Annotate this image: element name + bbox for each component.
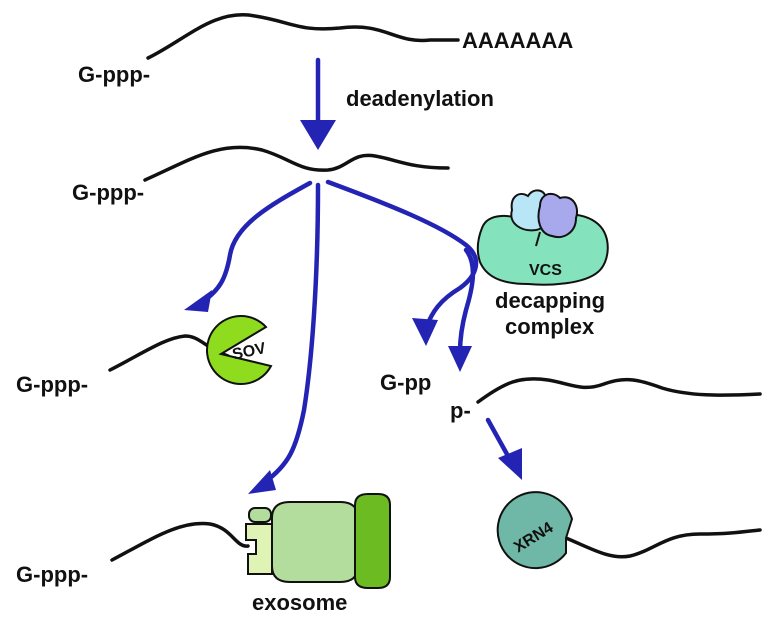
sov-mrna: G-ppp- SOV bbox=[16, 315, 273, 397]
exosome-mrna-strand bbox=[110, 521, 250, 562]
deadenylated-mrna-strand bbox=[143, 145, 450, 182]
exosome-mrna: G-ppp- exosome bbox=[16, 493, 391, 615]
exosome-cap-right bbox=[354, 493, 391, 589]
poly-a-tail-label: AAAAAAA bbox=[462, 28, 573, 53]
top-mrna-strand bbox=[146, 13, 460, 60]
xrn4-mrna: XRN4 bbox=[496, 491, 762, 570]
exosome-branch-arrowhead bbox=[248, 470, 276, 494]
deadenylation-label: deadenylation bbox=[346, 86, 494, 111]
sov-branch-arrowhead bbox=[184, 290, 212, 312]
exosome-branch-arrow bbox=[262, 182, 321, 485]
top-mrna-cap-label: G-ppp- bbox=[78, 62, 150, 87]
sov-branch-arrow bbox=[199, 180, 313, 305]
decapping-branch-arrow bbox=[325, 179, 479, 331]
sov-mrna-cap-label: G-ppp- bbox=[16, 372, 88, 397]
monophosphate-arrowhead bbox=[448, 346, 472, 372]
xrn4-enzyme bbox=[496, 491, 574, 570]
sov-label: SOV bbox=[231, 340, 268, 364]
cap-release-arrowhead bbox=[412, 318, 438, 346]
xrn4-branch-arrow bbox=[485, 417, 511, 459]
exosome-cap-subunit bbox=[248, 507, 272, 523]
released-cap-label: G-pp bbox=[380, 370, 431, 395]
deadenylated-mrna: G-ppp- bbox=[72, 145, 450, 205]
xrn4-mrna-strand bbox=[564, 528, 762, 559]
vcs-linker bbox=[535, 231, 541, 247]
monophosphate-label: p- bbox=[450, 398, 471, 423]
complex-label: complex bbox=[505, 314, 595, 339]
decapped-mrna-strand bbox=[476, 377, 762, 404]
monophosphate-branch-arrow bbox=[457, 247, 476, 355]
xrn4-arrowhead bbox=[498, 448, 522, 480]
exosome-label: exosome bbox=[252, 590, 347, 615]
vcs-subunit-b bbox=[537, 192, 578, 238]
vcs-label: VCS bbox=[529, 262, 562, 279]
decapping-complex: VCS decapping complex bbox=[476, 189, 609, 339]
sov-enzyme bbox=[205, 315, 273, 385]
exosome-core bbox=[271, 501, 359, 583]
exosome-entry-subunit bbox=[245, 523, 273, 575]
top-mrna: G-ppp- AAAAAAA bbox=[78, 13, 573, 87]
deadenylation-arrowhead bbox=[300, 120, 336, 150]
exosome-mrna-cap-label: G-ppp- bbox=[16, 562, 88, 587]
deadenylated-mrna-cap-label: G-ppp- bbox=[72, 180, 144, 205]
decapping-label: decapping bbox=[495, 288, 605, 313]
